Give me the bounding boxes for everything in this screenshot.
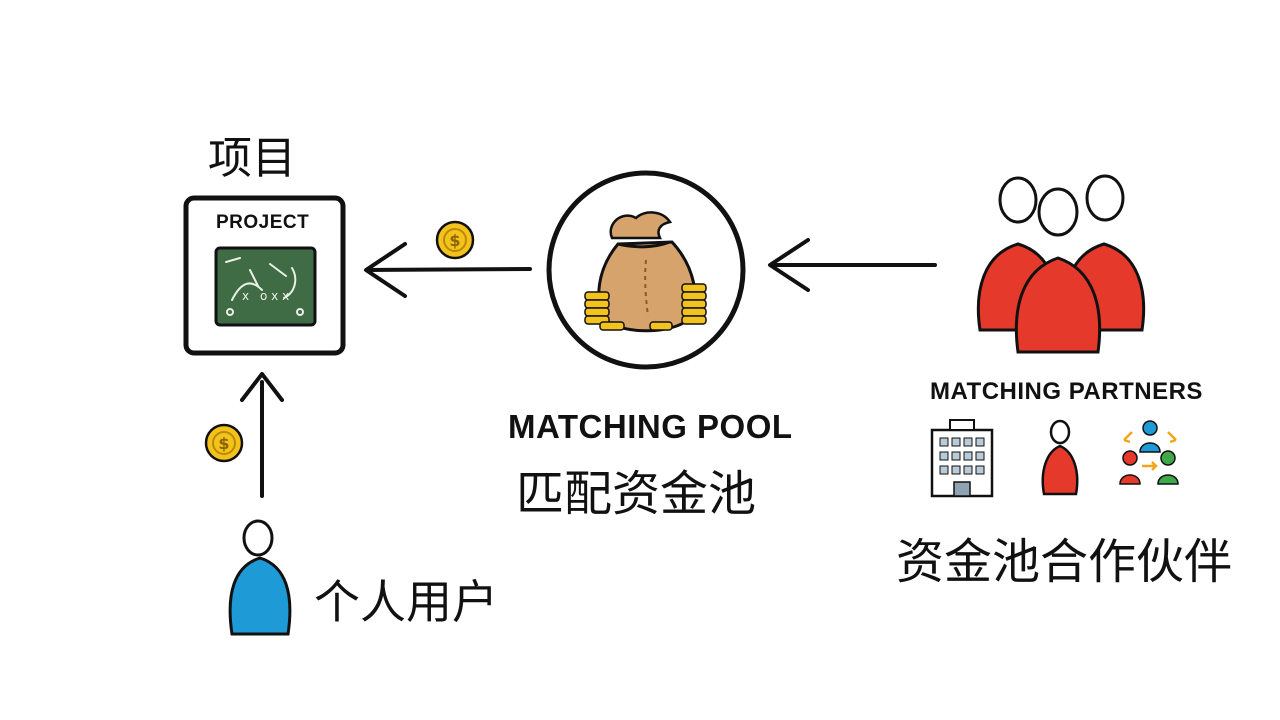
coin-stack-right-icon bbox=[649, 283, 707, 331]
matching-pool bbox=[546, 170, 746, 370]
person-icon-center bbox=[1014, 187, 1102, 354]
matching-partners-label: MATCHING PARTNERS bbox=[930, 378, 1203, 405]
money-bag-icon bbox=[597, 211, 697, 333]
person-icon bbox=[1041, 419, 1079, 496]
coin-symbol: $ bbox=[218, 434, 229, 453]
project-box: x o x x bbox=[183, 195, 346, 356]
building-icon bbox=[930, 419, 994, 498]
arrow-partners-to-pool bbox=[768, 238, 937, 292]
svg-text:x: x bbox=[242, 289, 249, 303]
individual-user-label: 个人用户 bbox=[314, 575, 498, 629]
arrow-user-to-project bbox=[240, 372, 284, 498]
coin-stack-left-icon bbox=[584, 291, 625, 331]
project-caption: PROJECT bbox=[216, 212, 310, 233]
matching-pool-label: MATCHING POOL bbox=[508, 408, 793, 445]
arrow-pool-to-project bbox=[364, 242, 532, 298]
coin-icon-top: $ bbox=[435, 220, 475, 260]
partners-group-icon bbox=[976, 174, 1146, 354]
project-title: 项目 bbox=[208, 133, 296, 184]
matching-pool-label-zh: 匹配资金池 bbox=[516, 466, 757, 522]
user-person-icon bbox=[228, 519, 292, 636]
coin-icon-left: $ bbox=[204, 423, 244, 463]
svg-text:o x x: o x x bbox=[260, 289, 289, 303]
coin-symbol: $ bbox=[449, 231, 460, 250]
community-network-icon bbox=[1119, 420, 1179, 485]
matching-partners-label-zh: 资金池合作伙伴 bbox=[896, 534, 1233, 590]
chalkboard-icon: x o x x bbox=[214, 246, 317, 327]
